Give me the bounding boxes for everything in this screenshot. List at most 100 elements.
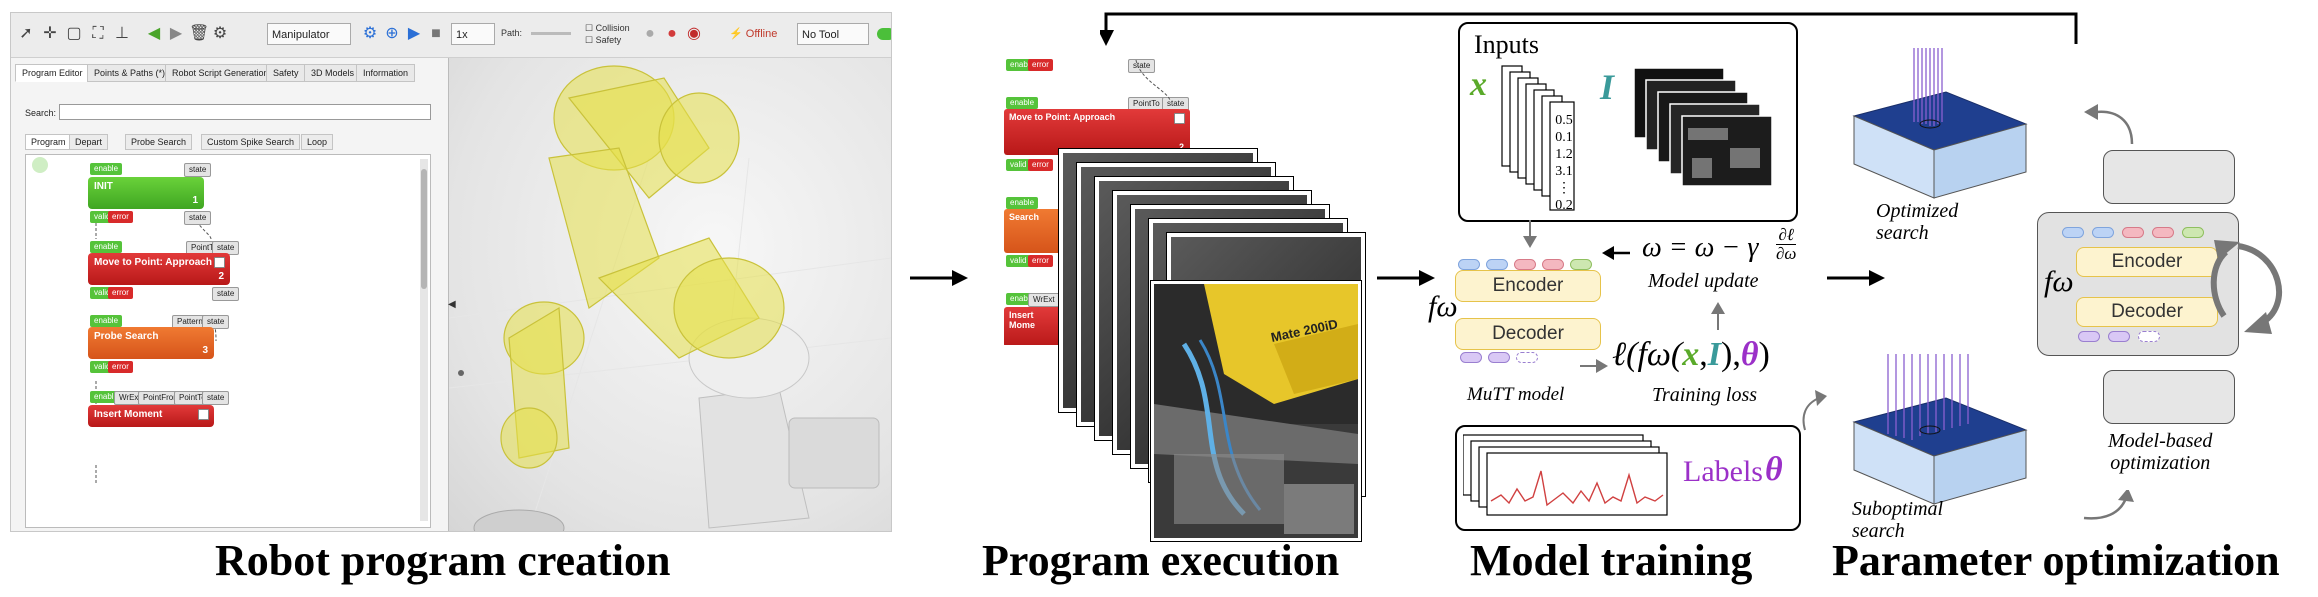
start-node-icon [32,157,48,173]
play-icon[interactable]: ▶ [407,25,421,42]
block-title: INIT [94,181,113,192]
block-insert-moment[interactable]: Insert Moment [88,405,214,427]
loss-equation: ℓ(fω(x,I),θ) [1612,336,1770,373]
redo-icon[interactable]: ▶ [169,25,183,42]
fit-view-icon[interactable]: ⛶ [92,25,104,42]
manipulator-combo[interactable]: Manipulator [267,23,351,45]
state-pill[interactable]: state [202,315,230,329]
program-canvas[interactable]: enable state INIT 1 valid error state en… [25,154,431,528]
input-token [1542,259,1564,270]
undo-icon[interactable]: ◀ [147,25,161,42]
subtab-loop[interactable]: Loop [301,134,334,150]
checkbox-icon[interactable] [198,409,209,420]
suboptimal-search-slab [1852,354,2028,505]
block-number: 1 [192,195,198,206]
caption-model-training: Model training [1470,536,1753,585]
input-token [1570,259,1592,270]
flow-connectors [32,157,217,485]
block-init[interactable]: INIT 1 [88,177,204,209]
tab-safety[interactable]: Safety [266,64,306,82]
robot-program-editor: ➚ ✛ ▢ ⛶ ⊥ ◀ ▶ 🗑 ⚙ Manipulator ⚙ ⊕ ▶ ■ 1x… [10,12,892,532]
tab-information[interactable]: Information [356,64,416,82]
inputs-box: Inputs x I 0.5 0.1 1.2 3.1 ⋮ 0.2 [1458,22,1798,222]
subtab-probe-search[interactable]: Probe Search [125,134,193,150]
safety-checkbox[interactable]: ☐ Safety [585,35,622,45]
delete-icon[interactable]: 🗑 [189,25,210,42]
arrow-loss-to-update [1711,302,1725,330]
state-pill[interactable]: state [202,391,230,405]
manipulator-label: Manipulator [272,29,330,41]
arrow-labels-to-loss [1802,390,1827,431]
error-pill: error [1028,159,1053,171]
tab-points-paths[interactable]: Points & Paths (*) [87,64,173,82]
optimized-search-slab [1852,48,2028,199]
tab-program-editor[interactable]: Program Editor [15,64,90,82]
block-title: Move to Point: Approach [94,257,212,268]
block-title: Probe Search [94,331,159,342]
state-pill[interactable]: state [184,211,212,225]
program-snippet: enable error state enable PointTo state … [1000,55,1200,345]
select-box-icon[interactable]: ▢ [66,25,82,42]
caption-program-creation: Robot program creation [215,536,671,585]
training-loss-caption: Training loss [1652,384,1758,406]
path-slider[interactable] [531,32,571,35]
valid-pill: valid [1006,255,1031,267]
block-move-to-point[interactable]: Move to Point: Approach 2 [88,253,230,285]
scroll-thumb[interactable] [421,169,427,289]
image-symbol: I [1600,67,1615,107]
input-token [1514,259,1536,270]
program-pane: Program Editor Points & Paths (*) Robot … [11,58,449,531]
state-pill[interactable]: state [212,287,240,301]
error-pill[interactable]: error [108,287,133,299]
subtab-depart[interactable]: Depart [69,134,109,150]
mini-block-insert: Insert Mome [1004,307,1064,345]
subtab-custom-spike-search[interactable]: Custom Spike Search [201,134,301,150]
pointer-icon[interactable]: ➚ [19,25,33,42]
checkbox-icon[interactable] [214,257,225,268]
3d-viewport[interactable] [448,58,891,531]
robot-frame-icon[interactable]: ⊥ [115,25,129,42]
vertical-scrollbar[interactable] [420,159,428,521]
enable-pill[interactable]: enable [90,241,123,253]
emergency-icon[interactable]: ◉ [687,25,701,42]
mutt-model-caption: MuTT model [1467,384,1565,405]
toggle-switch[interactable] [877,28,891,40]
placeholder-slab-top [2103,150,2235,204]
settings-icon[interactable]: ⚙ [212,25,228,42]
vector-values: 0.5 0.1 1.2 3.1 ⋮ 0.2 [1555,113,1573,213]
joint-mode-icon[interactable]: ⚙ [362,25,378,42]
error-pill[interactable]: error [108,211,133,223]
stop-icon[interactable]: ■ [431,25,441,42]
speed-combo[interactable]: 1x [451,23,495,45]
search-input[interactable] [59,104,431,120]
photo-front: Mate 200iD [1150,280,1362,542]
tab-3d-models[interactable]: 3D Models [304,64,362,82]
enable-pill[interactable]: enable [90,315,123,327]
error-pill: error [1028,59,1053,71]
cartesian-mode-icon[interactable]: ⊕ [385,25,399,42]
enable-pill[interactable]: enable [90,163,123,175]
state-pill[interactable]: state [184,163,212,177]
arrow-execution-to-training [1377,270,1435,286]
optimized-search-label: Optimized search [1876,200,1959,244]
run-icon[interactable]: ● [645,25,655,42]
collision-checkbox[interactable]: ☐ Collision [585,23,630,33]
error-pill[interactable]: error [108,361,133,373]
block-probe-search[interactable]: Probe Search 3 [88,327,214,359]
search-label: Search: [25,108,57,118]
collapse-arrow-icon[interactable]: ◀ [448,299,456,310]
input-token [1458,259,1480,270]
move-icon[interactable]: ✛ [43,25,57,42]
f-omega-label: fω [1428,290,1458,323]
tool-combo[interactable]: No Tool [797,23,869,45]
decoder-block: Decoder [1455,318,1601,350]
offline-status[interactable]: ⚡ Offline [729,28,778,40]
point-to-pill[interactable]: PointTo [174,391,211,405]
tab-robot-script[interactable]: Robot Script Generation [165,64,276,82]
derivative: ∂ℓ ∂ω [1776,225,1797,263]
block-title: Move to Point: Approach [1009,112,1116,122]
x-symbol: x [1470,66,1487,103]
subtab-program[interactable]: Program [25,134,72,150]
record-icon[interactable]: ● [667,25,677,42]
output-token [1516,352,1538,363]
